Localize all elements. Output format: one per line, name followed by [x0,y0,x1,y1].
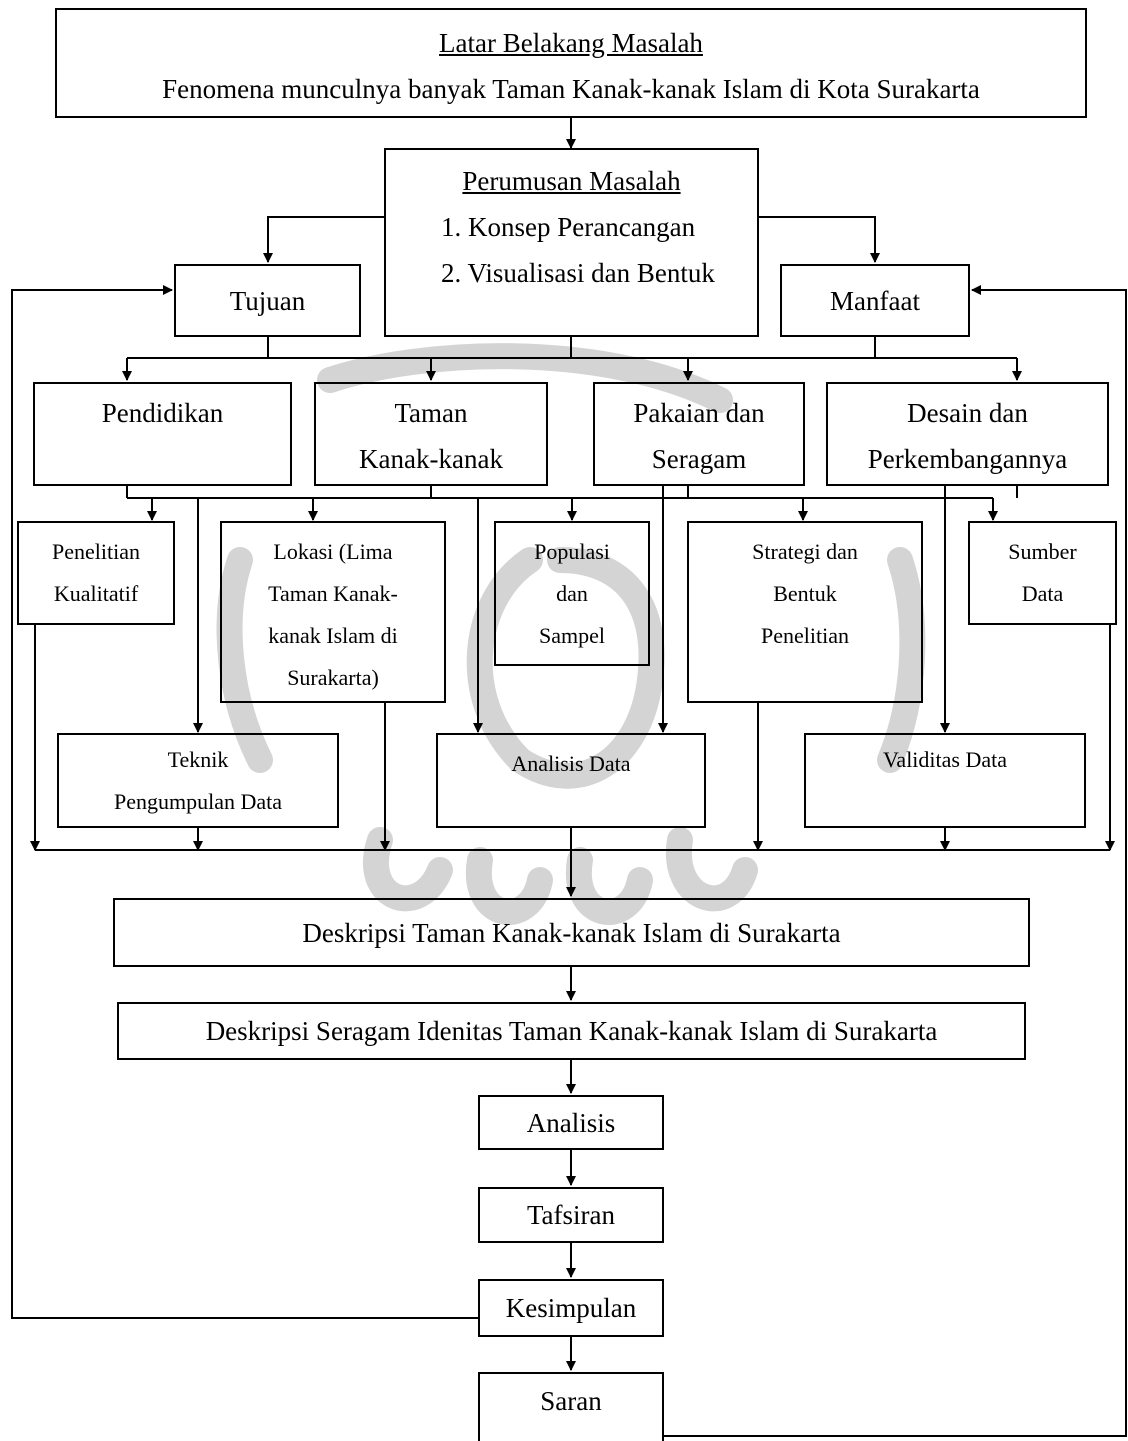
tafsiran-box: Tafsiran [478,1187,664,1243]
desain-box: Desain dan Perkembangannya [826,382,1109,486]
populasi-line-3: Sampel [539,623,605,648]
pendidikan-box: Pendidikan [33,382,292,486]
teknik-line-2: Pengumpulan Data [113,789,283,814]
analisis-box: Analisis [478,1095,664,1150]
lokasi-line-1: Lokasi (Lima [273,539,393,564]
penelitian-kualitatif-box: Penelitian Kualitatif [17,521,175,625]
desain-line-1: Desain dan [907,398,1028,428]
manfaat-label: Manfaat [830,286,920,316]
pendidikan-label: Pendidikan [101,398,224,428]
teknik-line-1: Teknik [167,747,229,772]
lokasi-line-4: Surakarta) [287,665,379,690]
perumusan-item-1: 1. Konsep Perancangan [441,212,696,242]
tujuan-label: Tujuan [229,286,306,316]
teknik-pengumpulan-box: Teknik Pengumpulan Data [57,733,339,828]
pakaian-line-2: Seragam [651,444,747,474]
sumber-line-1: Sumber [1008,539,1077,564]
deskripsi-tk-label: Deskripsi Taman Kanak-kanak Islam di Sur… [302,918,841,948]
latar-title: Latar Belakang Masalah [439,28,703,58]
perumusan-title: Perumusan Masalah [462,166,681,196]
strategi-line-2: Bentuk [773,581,837,606]
strategi-line-1: Strategi dan [752,539,858,564]
kualitatif-line-1: Penelitian [52,539,140,564]
taman-kanak-kanak-box: Taman Kanak-kanak [314,382,548,486]
deskripsi-tk-box: Deskripsi Taman Kanak-kanak Islam di Sur… [113,898,1030,967]
validitas-label: Validitas Data [882,747,1008,772]
saran-box: Saran [478,1372,664,1441]
saran-label: Saran [540,1386,602,1416]
deskripsi-seragam-label: Deskripsi Seragam Idenitas Taman Kanak-k… [205,1016,938,1046]
populasi-line-1: Populasi [534,539,610,564]
lokasi-line-3: kanak Islam di [268,623,398,648]
strategi-box: Strategi dan Bentuk Penelitian [687,521,923,703]
analisis-data-label: Analisis Data [511,751,631,776]
populasi-line-2: dan [556,581,588,606]
tk-line-2: Kanak-kanak [359,444,503,474]
tujuan-box: Tujuan [174,264,361,337]
desain-line-2: Perkembangannya [867,444,1068,474]
manfaat-box: Manfaat [780,264,970,337]
latar-belakang-box: Latar Belakang Masalah Fenomena munculny… [55,8,1087,118]
analisis-data-box: Analisis Data [436,733,706,828]
strategi-line-3: Penelitian [761,623,849,648]
sumber-data-box: Sumber Data [968,521,1117,625]
kesimpulan-label: Kesimpulan [505,1293,637,1323]
lokasi-box: Lokasi (Lima Taman Kanak- kanak Islam di… [220,521,446,703]
latar-text: Fenomena munculnya banyak Taman Kanak-ka… [162,74,980,104]
lokasi-line-2: Taman Kanak- [268,581,398,606]
deskripsi-seragam-box: Deskripsi Seragam Idenitas Taman Kanak-k… [117,1002,1026,1060]
perumusan-list: 1. Konsep Perancangan 2. Visualisasi dan… [386,204,757,296]
perumusan-item-2: 2. Visualisasi dan Bentuk [441,258,715,288]
pakaian-line-1: Pakaian dan [633,398,765,428]
tk-line-1: Taman [394,398,468,428]
kualitatif-line-2: Kualitatif [53,581,139,606]
tafsiran-label: Tafsiran [526,1200,616,1230]
kesimpulan-box: Kesimpulan [478,1279,664,1337]
populasi-sampel-box: Populasi dan Sampel [494,521,650,666]
pakaian-seragam-box: Pakaian dan Seragam [593,382,805,486]
validitas-data-box: Validitas Data [804,733,1086,828]
sumber-line-2: Data [1021,581,1064,606]
perumusan-masalah-box: Perumusan Masalah 1. Konsep Perancangan … [384,148,759,337]
analisis-label: Analisis [526,1108,616,1138]
